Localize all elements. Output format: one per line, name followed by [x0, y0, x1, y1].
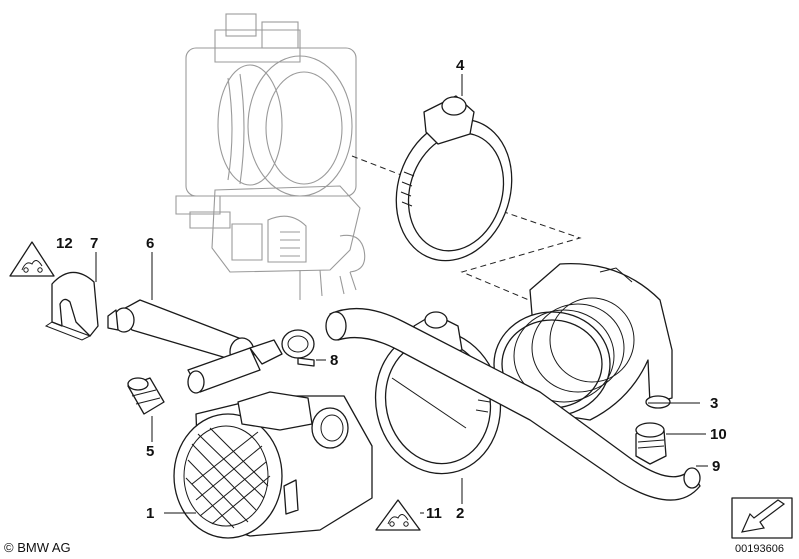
callout-10: 10	[710, 426, 727, 443]
grommet-left	[127, 377, 165, 415]
callout-labels: 1 2 3 4 5 6 7 8 9 10 11 12	[56, 57, 727, 522]
callout-8: 8	[330, 352, 338, 369]
callout-12: 12	[56, 235, 73, 252]
breather-hose	[325, 308, 701, 501]
arrow-down-left-icon	[740, 499, 786, 533]
hose-clamp-upper	[395, 95, 513, 262]
callout-1: 1	[146, 505, 154, 522]
callout-2: 2	[456, 505, 464, 522]
callout-7: 7	[90, 235, 98, 252]
callout-4: 4	[456, 57, 465, 74]
navigation-box	[731, 497, 793, 539]
callout-5: 5	[146, 443, 154, 460]
grommet-right	[635, 422, 667, 465]
callout-6: 6	[146, 235, 154, 252]
small-clamp	[281, 329, 315, 367]
warning-triangle-icon	[375, 499, 421, 531]
air-mass-meter	[173, 391, 373, 539]
idle-actuator	[107, 299, 283, 394]
image-number: 00193606	[735, 543, 784, 555]
throttle-body	[175, 13, 366, 300]
copyright-text: © BMW AG	[4, 540, 71, 555]
callout-3: 3	[710, 395, 718, 412]
leader-lines	[95, 74, 708, 514]
bracket	[44, 271, 99, 341]
callout-9: 9	[712, 458, 720, 475]
warning-triangle-icon	[9, 241, 55, 277]
callout-11: 11	[426, 505, 442, 522]
